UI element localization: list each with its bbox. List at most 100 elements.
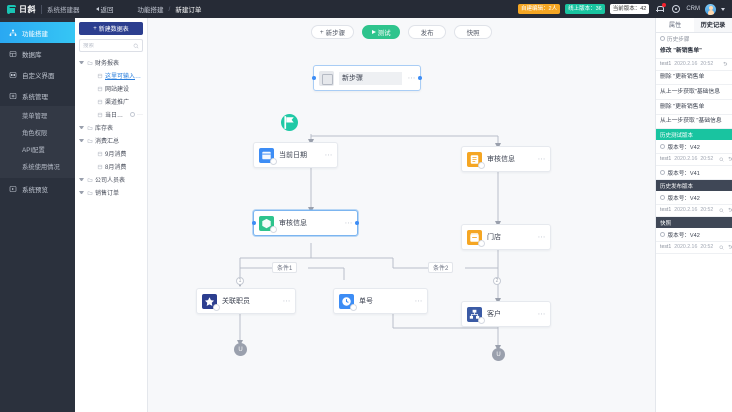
search-icon[interactable] (719, 157, 724, 162)
sidebar-item-function-build[interactable]: 功能搭建 (0, 22, 75, 43)
radio-icon[interactable] (660, 170, 665, 176)
chevron-down-icon[interactable] (721, 7, 725, 11)
new-table-button[interactable]: + 新建数据表 (79, 22, 143, 35)
sidebar-item-usage[interactable]: 系统使用情况 (0, 158, 75, 175)
tab-history[interactable]: 历史记录 (694, 18, 732, 32)
node-name-input[interactable] (339, 71, 402, 85)
radio-icon[interactable] (660, 195, 665, 201)
flow-node-audit-info[interactable]: 审核信息 ⋮ (252, 210, 359, 236)
version-row[interactable]: 版本号：V42 (656, 140, 732, 155)
history-entry[interactable]: 从上一步获取"基础信息 (656, 85, 732, 101)
tree-item[interactable]: 库存表 (79, 121, 143, 134)
node-port-left[interactable] (252, 221, 256, 225)
sidebar-item-menu-manage[interactable]: 菜单管理 (0, 107, 75, 124)
version-row[interactable]: 版本号：V41 (656, 166, 732, 181)
more-vertical-icon[interactable]: ⋮ (282, 297, 291, 305)
settings-button[interactable] (670, 4, 681, 15)
sidebar-item-system-admin[interactable]: 系统管理 (0, 85, 75, 106)
tab-properties[interactable]: 属性 (656, 18, 694, 32)
tree-item[interactable]: 9月消费 (79, 147, 143, 160)
tree-item[interactable]: 8月消费 (79, 160, 143, 173)
flow-node-new-step[interactable]: ⋮ (312, 65, 422, 91)
sidebar-item-api-config[interactable]: API配置 (0, 141, 75, 158)
flag-icon (284, 116, 294, 129)
node-port-right[interactable] (418, 76, 422, 80)
add-step-button[interactable]: + 新步骤 (310, 25, 355, 39)
sidebar-item-database[interactable]: 数据库 (0, 43, 75, 64)
chevron-down-icon[interactable] (79, 126, 84, 129)
tree-item[interactable]: 公司人员表 (79, 173, 143, 186)
version-row[interactable]: 版本号：V42 (656, 228, 732, 243)
more-vertical-icon[interactable]: ⋮ (537, 155, 546, 163)
tree-item[interactable]: 消费汇总 (79, 134, 143, 147)
version-label: 版本号：V42 (667, 232, 700, 239)
more-vertical-icon[interactable]: ⋮ (407, 74, 416, 82)
back-button[interactable]: 返回 (95, 4, 114, 14)
more-vertical-icon[interactable]: ⋮ (537, 233, 546, 241)
sidebar-item-system-preview[interactable]: 系统预览 (0, 178, 75, 199)
flow-end-node-left[interactable]: U (234, 343, 247, 356)
undo-icon[interactable] (727, 156, 732, 162)
more-horizontal-icon[interactable]: ··· (137, 111, 143, 118)
chevron-down-icon[interactable] (79, 139, 84, 142)
flow-condition-label-2[interactable]: 条件2 (428, 262, 454, 273)
undo-icon[interactable] (727, 207, 732, 213)
flow-node-audit-info-2[interactable]: 审核信息 ⋮ (461, 146, 551, 172)
sidebar-item-role-permission[interactable]: 角色权限 (0, 124, 75, 141)
undo-icon[interactable] (722, 61, 728, 67)
search-icon[interactable] (719, 245, 724, 250)
more-vertical-icon[interactable]: ⋮ (414, 297, 423, 305)
tree-item[interactable]: 当日报价··· (79, 108, 143, 121)
history-entry[interactable]: 删除 "更新销售单 (656, 71, 732, 86)
tree-item[interactable]: 财务报表 (79, 56, 143, 69)
more-vertical-icon[interactable]: ⋮ (537, 310, 546, 318)
logo[interactable]: 日斜 (4, 4, 36, 15)
breadcrumb-item-1[interactable]: 新建订单 (175, 7, 202, 14)
node-port-right[interactable] (355, 221, 359, 225)
flow-node-related-staff[interactable]: 关联职员 ⋮ (196, 288, 296, 314)
flow-end-node-right[interactable]: U (492, 348, 505, 361)
tree-item[interactable]: 这里可输入七个... (79, 69, 143, 82)
radio-icon[interactable] (660, 144, 665, 150)
publish-button[interactable]: 发布 (408, 25, 447, 39)
flow-start-node[interactable] (281, 114, 298, 131)
sidebar-item-custom-ui[interactable]: 自定义界面 (0, 64, 75, 85)
chevron-down-icon[interactable] (79, 61, 84, 64)
search-icon[interactable] (719, 208, 724, 213)
flow-node-customer[interactable]: 客户 ⋮ (461, 301, 551, 327)
version-group-header: 快照 (656, 217, 732, 229)
history-entry[interactable]: 删除 "更新销售单 (656, 100, 732, 115)
tree-item-actions[interactable]: ··· (130, 112, 143, 118)
flow-node-store[interactable]: 门店 ⋮ (461, 224, 551, 250)
breadcrumb-item-0[interactable]: 功能搭建 (137, 7, 164, 14)
undo-icon[interactable] (727, 244, 732, 250)
more-vertical-icon[interactable]: ⋮ (324, 151, 333, 159)
node-port-left[interactable] (312, 76, 316, 80)
settings-icon[interactable] (130, 112, 135, 117)
flow-canvas[interactable]: + 新步骤 测试 发布 快照 (148, 18, 655, 412)
flow-condition-label-1[interactable]: 条件1 (272, 262, 298, 273)
table-icon (97, 73, 103, 78)
snapshot-button[interactable]: 快照 (454, 25, 493, 39)
chevron-down-icon[interactable] (79, 191, 84, 194)
avatar[interactable] (705, 3, 716, 15)
version-row[interactable]: 版本号：V42 (656, 191, 732, 206)
radio-icon[interactable] (660, 232, 665, 238)
tree-item[interactable]: 销售订单 (79, 186, 143, 199)
history-entry[interactable]: 从上一步获取 "基础信息 (656, 115, 732, 130)
more-vertical-icon[interactable]: ⋮ (344, 219, 353, 227)
flow-node-current-date[interactable]: 当前日期 ⋮ (253, 142, 338, 168)
tree-item[interactable]: 渠道推广 (79, 95, 143, 108)
flow-branch-marker-1[interactable]: 1 (236, 277, 244, 285)
search-box[interactable] (79, 39, 143, 52)
notifications-button[interactable] (654, 2, 667, 15)
search-input[interactable] (83, 42, 133, 49)
chevron-down-icon[interactable] (79, 178, 84, 181)
history-entry[interactable]: 修改 "新销售单" (656, 44, 732, 59)
flow-branch-marker-2[interactable]: 2 (493, 277, 501, 285)
test-button[interactable]: 测试 (362, 25, 401, 39)
flow-node-order-number[interactable]: 单号 ⋮ (333, 288, 428, 314)
tree-item[interactable]: 网站建设 (79, 82, 143, 95)
